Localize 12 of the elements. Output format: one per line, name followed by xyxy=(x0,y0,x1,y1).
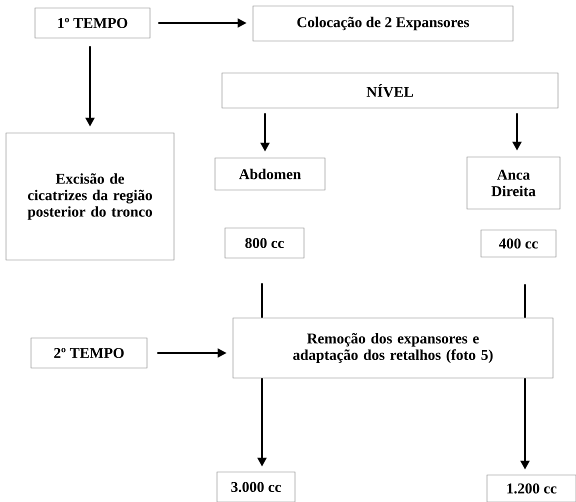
text-box: Excisão de cicatrizes da região posterior do tronco xyxy=(6,132,174,260)
text-box: Remoção dos expansores e adaptação dos retalhos (foto 5) xyxy=(232,318,554,378)
text-box: NÍVEL xyxy=(222,72,558,108)
text-box: Abdomen xyxy=(214,158,326,190)
text-box: 3.000 cc xyxy=(216,472,296,502)
text-box: 400 cc xyxy=(480,230,556,258)
text-box: 1.200 cc xyxy=(486,474,576,502)
text-box: Colocação de 2 Expansores xyxy=(252,6,514,42)
text-box: 2º TEMPO xyxy=(30,338,148,368)
text-box: 800 cc xyxy=(224,228,304,258)
text-box: Anca Direita xyxy=(466,156,560,210)
text-box: 1º TEMPO xyxy=(34,8,150,38)
